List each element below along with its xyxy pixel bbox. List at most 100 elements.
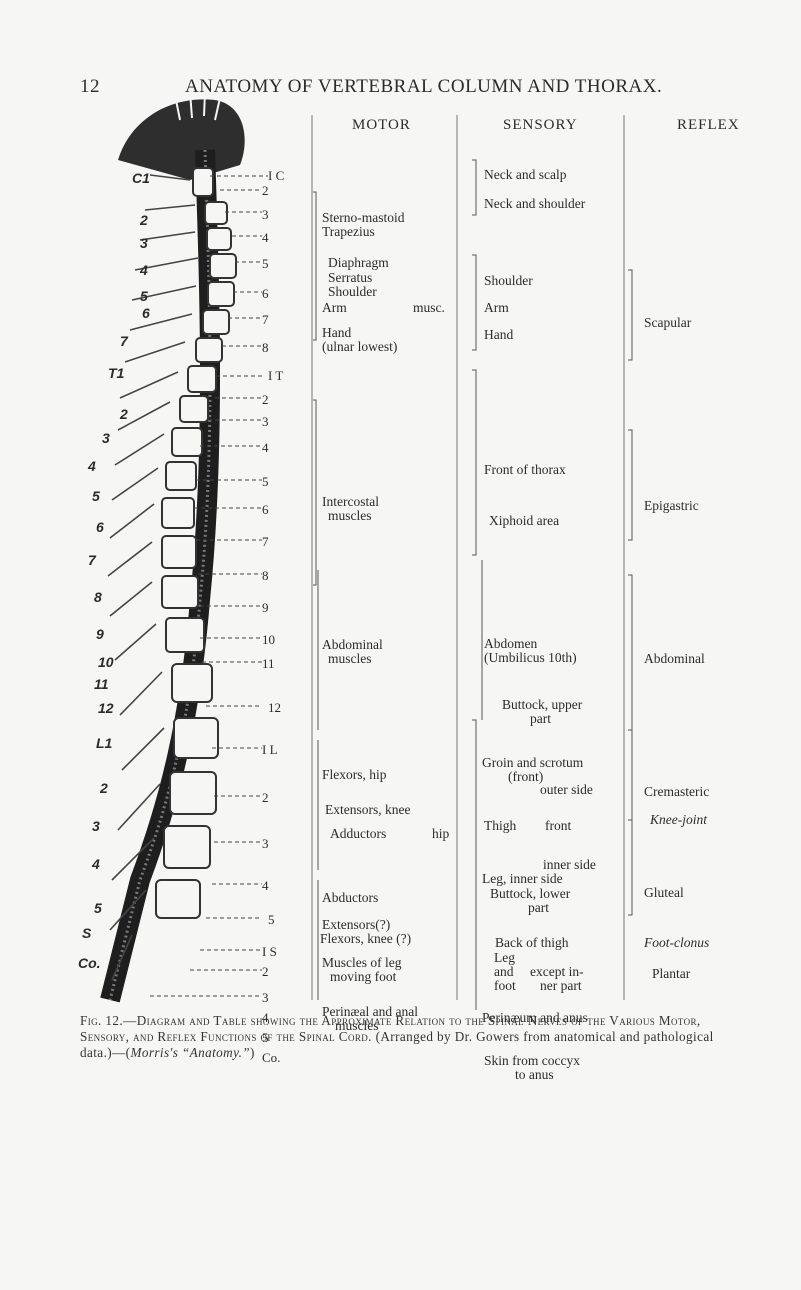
motor-intercostal-muscles: muscles: [328, 508, 372, 523]
motor-flexors-knee: Flexors, knee (?): [320, 931, 412, 946]
vertebra-label: 2: [100, 780, 108, 796]
sensory-thigh: Thigh: [484, 818, 517, 833]
sensory-umbilicus: (Umbilicus 10th): [484, 650, 577, 665]
sensory-thigh-outer: outer side: [540, 782, 593, 797]
motor-diaphragm: Diaphragm: [328, 255, 389, 270]
sensory-buttock-lower-part: part: [528, 900, 549, 915]
motor-sterno-mastoid: Sterno-mastoid: [322, 210, 405, 225]
sensory-thigh-inner: inner side: [543, 857, 596, 872]
cord-segment-label: 2: [262, 183, 269, 198]
vertebra-label: 2: [120, 406, 128, 422]
vertebra-label: 4: [88, 458, 96, 474]
bracket-rules: [313, 159, 633, 1010]
motor-perinaeal: Perinæal and anal: [322, 1004, 418, 1019]
cord-segment-label: I L: [262, 742, 278, 757]
vertebra-label: 9: [96, 626, 104, 642]
sensory-heading: SENSORY: [503, 117, 578, 133]
sensory-except-ner: ner part: [540, 978, 582, 993]
vertebra-label: 5: [140, 288, 148, 304]
reflex-cremasteric: Cremasteric: [644, 784, 710, 799]
sensory-foot: foot: [494, 978, 516, 993]
reflex-scapular: Scapular: [644, 315, 692, 330]
spine-figure: [100, 91, 625, 1003]
caption-fig-number: Fig. 12.: [80, 1013, 124, 1028]
cord-segment-label: 4: [262, 1010, 269, 1025]
motor-hand: Hand: [322, 325, 352, 340]
caption-dash: —: [123, 1013, 137, 1028]
vertebra-label: 4: [92, 856, 100, 872]
cord-segment-label: 2: [262, 964, 269, 979]
vertebra-label: 5: [92, 488, 100, 504]
cord-segment-label: 8: [262, 568, 269, 583]
cord-segment-label: 3: [262, 207, 269, 222]
vertebra-label: 6: [142, 305, 150, 321]
vertebra-label: 11: [94, 676, 109, 692]
sensory-groin-front: (front): [508, 769, 544, 784]
motor-muscles-leg: Muscles of leg: [322, 955, 402, 970]
reflex-foot-clonus: Foot-clonus: [644, 935, 710, 950]
reflex-plantar: Plantar: [652, 966, 691, 981]
sensory-leg-inner: Leg, inner side: [482, 871, 563, 886]
caption-title: Diagram and Table showing the Approximat…: [80, 1013, 701, 1044]
vertebra-label: 12: [98, 700, 114, 716]
reflex-knee-joint: Knee-joint: [650, 812, 707, 827]
reflex-epigastric: Epigastric: [644, 498, 699, 513]
motor-flexors-hip: Flexors, hip: [322, 767, 387, 782]
sensory-skin-coccyx: Skin from coccyx: [484, 1053, 580, 1068]
motor-abdominal-muscles: muscles: [328, 651, 372, 666]
cord-segment-label: 10: [262, 632, 275, 647]
cord-segment-label: I C: [268, 168, 285, 183]
sensory-hand: Hand: [484, 327, 514, 342]
vertebra-label: 6: [96, 519, 104, 535]
sensory-and: and: [494, 964, 514, 979]
sensory-to-anus: to anus: [515, 1067, 554, 1082]
motor-intercostal: Intercostal: [322, 494, 379, 509]
vertebra-label: 3: [92, 818, 100, 834]
sensory-buttock-upper-part: part: [530, 711, 551, 726]
reflex-heading: REFLEX: [677, 117, 740, 133]
cord-segment-label: 3: [262, 414, 269, 429]
motor-serratus: Serratus: [328, 270, 373, 285]
sensory-xiphoid: Xiphoid area: [489, 513, 560, 528]
sensory-buttock-upper: Buttock, upper: [502, 697, 583, 712]
motor-shoulder: Shoulder: [328, 284, 377, 299]
caption-source: Morris's “Anatomy.”: [130, 1045, 251, 1060]
vertebra-label: 4: [140, 262, 148, 278]
running-head: ANATOMY OF VERTEBRAL COLUMN AND THORAX.: [185, 76, 663, 97]
cord-segment-label: 7: [262, 312, 269, 327]
cord-segment-label: 6: [262, 502, 269, 517]
motor-extensors-knee: Extensors, knee: [325, 802, 411, 817]
cord-segment-label: 5: [268, 912, 275, 927]
sensory-shoulder: Shoulder: [484, 273, 533, 288]
motor-perinaeal-muscles: muscles: [335, 1018, 379, 1033]
motor-heading: MOTOR: [352, 117, 411, 133]
motor-arm: Arm: [322, 300, 347, 315]
cord-segment-label: 5: [262, 1030, 269, 1045]
sensory-back-thigh: Back of thigh: [495, 935, 569, 950]
motor-trapezius: Trapezius: [322, 224, 375, 239]
page-number: 12: [80, 76, 100, 97]
motor-abdominal: Abdominal: [322, 637, 383, 652]
vertebra-label: Co.: [78, 955, 101, 971]
cord-segment-label: 8: [262, 340, 269, 355]
motor-adductors: Adductors: [330, 826, 387, 841]
vertebra-label: 7: [88, 552, 96, 568]
vertebra-label: 5: [94, 900, 102, 916]
motor-abductors: Abductors: [322, 890, 379, 905]
vertebra-label: 10: [98, 654, 114, 670]
reflex-gluteal: Gluteal: [644, 885, 684, 900]
vertebra-label: C1: [132, 170, 150, 186]
vertebra-label: 7: [120, 333, 128, 349]
cord-segment-label: Co.: [262, 1050, 281, 1065]
figure-caption: Fig. 12.—Diagram and Table showing the A…: [80, 1013, 730, 1061]
cord-segment-label: 2: [262, 790, 269, 805]
cord-segment-label: 7: [262, 534, 269, 549]
vertebra-label: 2: [140, 212, 148, 228]
sensory-abdomen: Abdomen: [484, 636, 538, 651]
cord-segment-label: 12: [268, 700, 281, 715]
cord-segment-label: 4: [262, 230, 269, 245]
sensory-neck-shoulder: Neck and shoulder: [484, 196, 586, 211]
cord-segment-label: 5: [262, 474, 269, 489]
cord-segment-label: 5: [262, 256, 269, 271]
sensory-perinaeum: Perinæum and anus: [482, 1010, 588, 1025]
